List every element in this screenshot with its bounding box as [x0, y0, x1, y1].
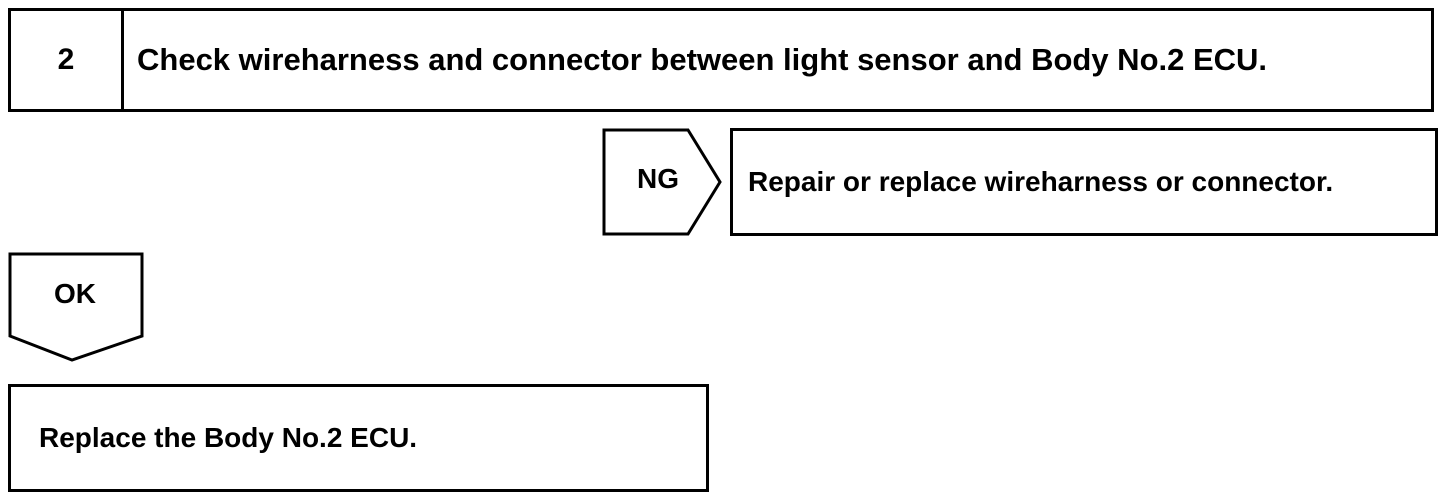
- step-box: 2 Check wireharness and connector betwee…: [8, 8, 1434, 112]
- ok-action-text: Replace the Body No.2 ECU.: [39, 422, 418, 453]
- step-title: Check wireharness and connector between …: [137, 42, 1268, 77]
- ng-action-text: Repair or replace wireharness or connect…: [748, 166, 1334, 197]
- step-number: 2: [11, 11, 124, 109]
- ng-label: NG: [637, 163, 679, 194]
- ng-action-box: Repair or replace wireharness or connect…: [730, 128, 1438, 236]
- ok-action-box: Replace the Body No.2 ECU.: [8, 384, 709, 492]
- ok-label: OK: [54, 278, 96, 309]
